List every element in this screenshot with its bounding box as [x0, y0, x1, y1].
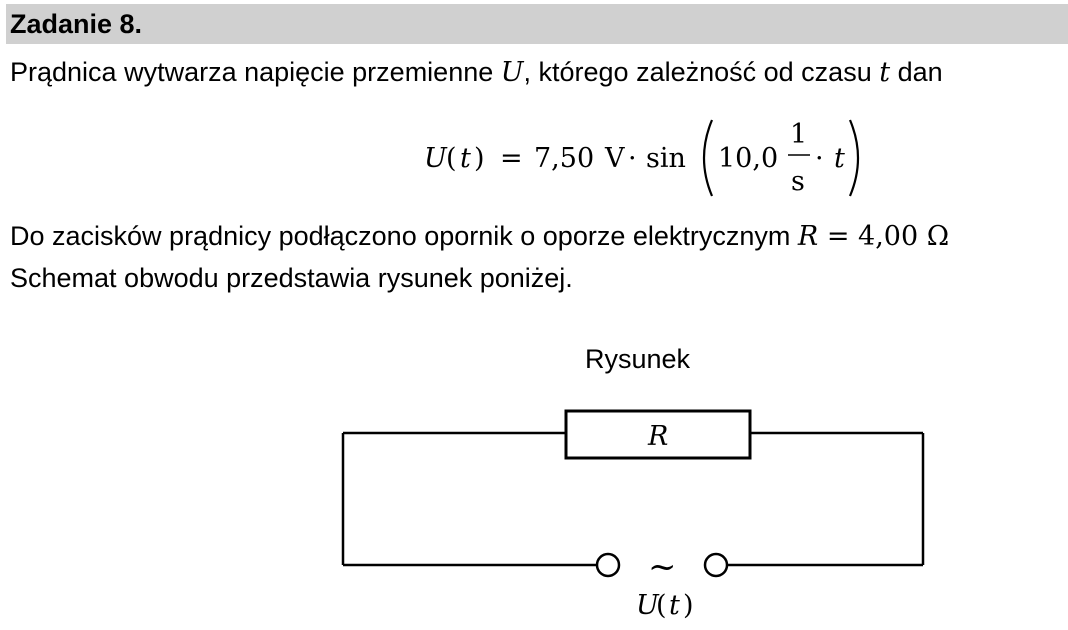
- formula-fraction-denominator: s: [791, 166, 805, 197]
- intro-text-2: , którego zależność od czasu: [523, 57, 880, 87]
- schema-paragraph: Schemat obwodu przedstawia rysunek poniż…: [10, 262, 573, 294]
- formula-paren-open: (: [446, 143, 457, 174]
- source-label-t: t: [669, 590, 680, 621]
- formula-dot: ·: [628, 143, 637, 174]
- resistance-symbol: R: [797, 221, 819, 252]
- circuit-diagram: R ~ U ( t ): [341, 409, 925, 621]
- intro-paragraph: Prądnica wytwarza napięcie przemienne U,…: [10, 56, 943, 89]
- formula-U: U: [424, 143, 448, 174]
- formula-dot-2: ·: [815, 143, 824, 174]
- formula-fraction-numerator: 1: [790, 119, 807, 150]
- source-label-paren-close: ): [683, 590, 694, 621]
- resistance-equals: =: [818, 221, 859, 252]
- formula-paren-close: ): [474, 143, 485, 174]
- formula-equals: =: [500, 143, 523, 174]
- formula-frequency: 10,0: [718, 143, 778, 174]
- time-symbol: t: [879, 57, 891, 88]
- terminal-left: [595, 552, 621, 578]
- task-title: Zadanie 8.: [10, 9, 143, 39]
- ac-source-symbol: ~: [648, 547, 677, 587]
- resistor-paragraph: Do zacisków prądnicy podłączono opornik …: [10, 220, 949, 253]
- intro-text-3: dan: [890, 57, 943, 87]
- voltage-formula: U ( t ) = 7,50 V · sin 10,0 1 s · t: [424, 119, 860, 197]
- formula-big-paren-open: [702, 119, 714, 197]
- resistor-text: Do zacisków prądnicy podłączono opornik …: [10, 221, 798, 251]
- task-header: Zadanie 8.: [6, 4, 1068, 44]
- formula-unit-volt: V: [604, 143, 625, 174]
- voltage-symbol: U: [500, 57, 524, 88]
- figure-caption: Rysunek: [585, 344, 691, 374]
- formula-sin: sin: [646, 143, 686, 174]
- source-label-U: U: [636, 590, 660, 621]
- intro-text-1: Prądnica wytwarza napięcie przemienne: [10, 57, 501, 87]
- terminal-right: [703, 552, 729, 578]
- formula-big-paren-close: [848, 119, 860, 197]
- formula-amplitude: 7,50: [534, 143, 594, 174]
- resistor: [564, 409, 752, 460]
- formula-t-2: t: [834, 143, 845, 174]
- resistor-label: R: [647, 421, 668, 452]
- formula-t: t: [460, 143, 471, 174]
- schema-text: Schemat obwodu przedstawia rysunek poniż…: [10, 263, 573, 293]
- resistance-value: 4,00 Ω: [858, 221, 950, 252]
- source-label-paren-open: (: [656, 590, 667, 621]
